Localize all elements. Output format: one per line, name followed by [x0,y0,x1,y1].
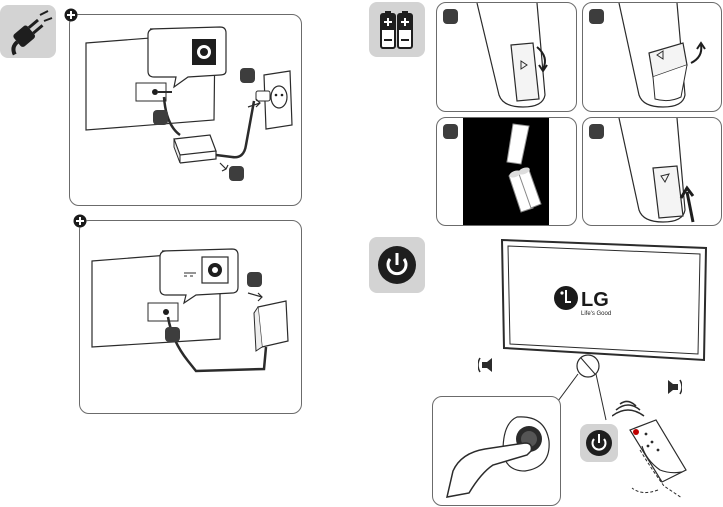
power-icon [369,237,425,293]
step-badge [589,9,604,24]
remote-hand-illustration [612,400,702,504]
plug-icon-tile [0,5,56,58]
step-badge [443,124,458,139]
battery-icon [369,2,425,57]
lg-brand-text: LG [581,289,609,311]
lg-tagline: Life's Good [581,311,611,317]
lg-logo: LG Life's Good [553,282,623,318]
hand-press-joystick-illustration [433,397,560,505]
tv-back-adapter-diagram-a [70,15,299,203]
power-icon-tile [369,237,425,293]
plug-icon [0,5,56,58]
battery-icon-tile [369,2,425,57]
step-badge [247,272,262,287]
speaker-left-icon [478,354,500,376]
step-badge [443,9,458,24]
tv-back-adapter-diagram-b [80,221,299,411]
step-badge [165,327,180,342]
step-badge [589,124,604,139]
speaker-right-icon [660,376,682,398]
step-badge [153,110,168,125]
joystick-button-zoom-panel [432,396,561,506]
step-badge [229,166,244,181]
step-badge [240,68,255,83]
